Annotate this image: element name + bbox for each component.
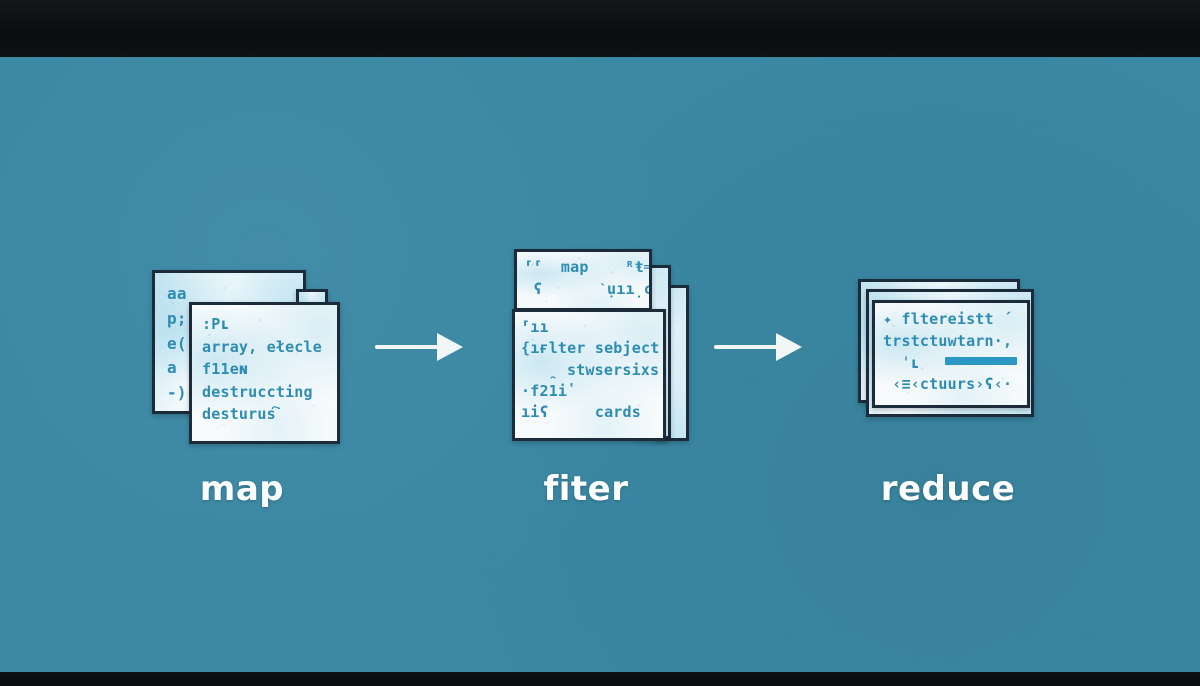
label-reduce: reduce bbox=[880, 469, 1016, 509]
reduce-accent-bar bbox=[945, 357, 1017, 365]
reduce-front-card: ✦ fltereistt ´ trstctuwtarn·, ˈʟ ‹≡‹ctuu… bbox=[872, 300, 1030, 408]
map-front-card-code: :Pʟ array, ełecle f11eɴ destruccting des… bbox=[202, 315, 322, 423]
label-map: map bbox=[199, 469, 285, 509]
arrow-head-icon bbox=[437, 333, 463, 361]
map-back-card-code: aa p; e( a -) bbox=[167, 284, 187, 403]
arrow-shaft bbox=[714, 345, 780, 349]
arrow-head-icon bbox=[776, 333, 802, 361]
reduce-front-card-code: ✦ fltereistt ´ trstctuwtarn·, ˈʟ ‹≡‹ctuu… bbox=[883, 310, 1013, 394]
filter-top-card-code: ⸢⸢ map ᴿŧ═ ʕ ˋụıı̣c bbox=[524, 258, 652, 298]
arrow-map-to-filter bbox=[375, 327, 465, 367]
arrow-filter-to-reduce bbox=[714, 327, 804, 367]
slide-stage: aa p; e( a -) :Pʟ array, ełecle f11eɴ de… bbox=[0, 57, 1200, 672]
letterbox-top bbox=[0, 0, 1200, 57]
label-filter: fiter bbox=[543, 469, 629, 509]
card-group-reduce: ✦ fltereistt ´ trstctuwtarn·, ˈʟ ‹≡‹ctuu… bbox=[0, 57, 1200, 672]
letterbox-bottom bbox=[0, 672, 1200, 686]
filter-front-card-code: ⸢ıı {ıғlter sebject ̯ stwsersixs ·f21i̔ … bbox=[521, 318, 660, 422]
arrow-shaft bbox=[375, 345, 441, 349]
